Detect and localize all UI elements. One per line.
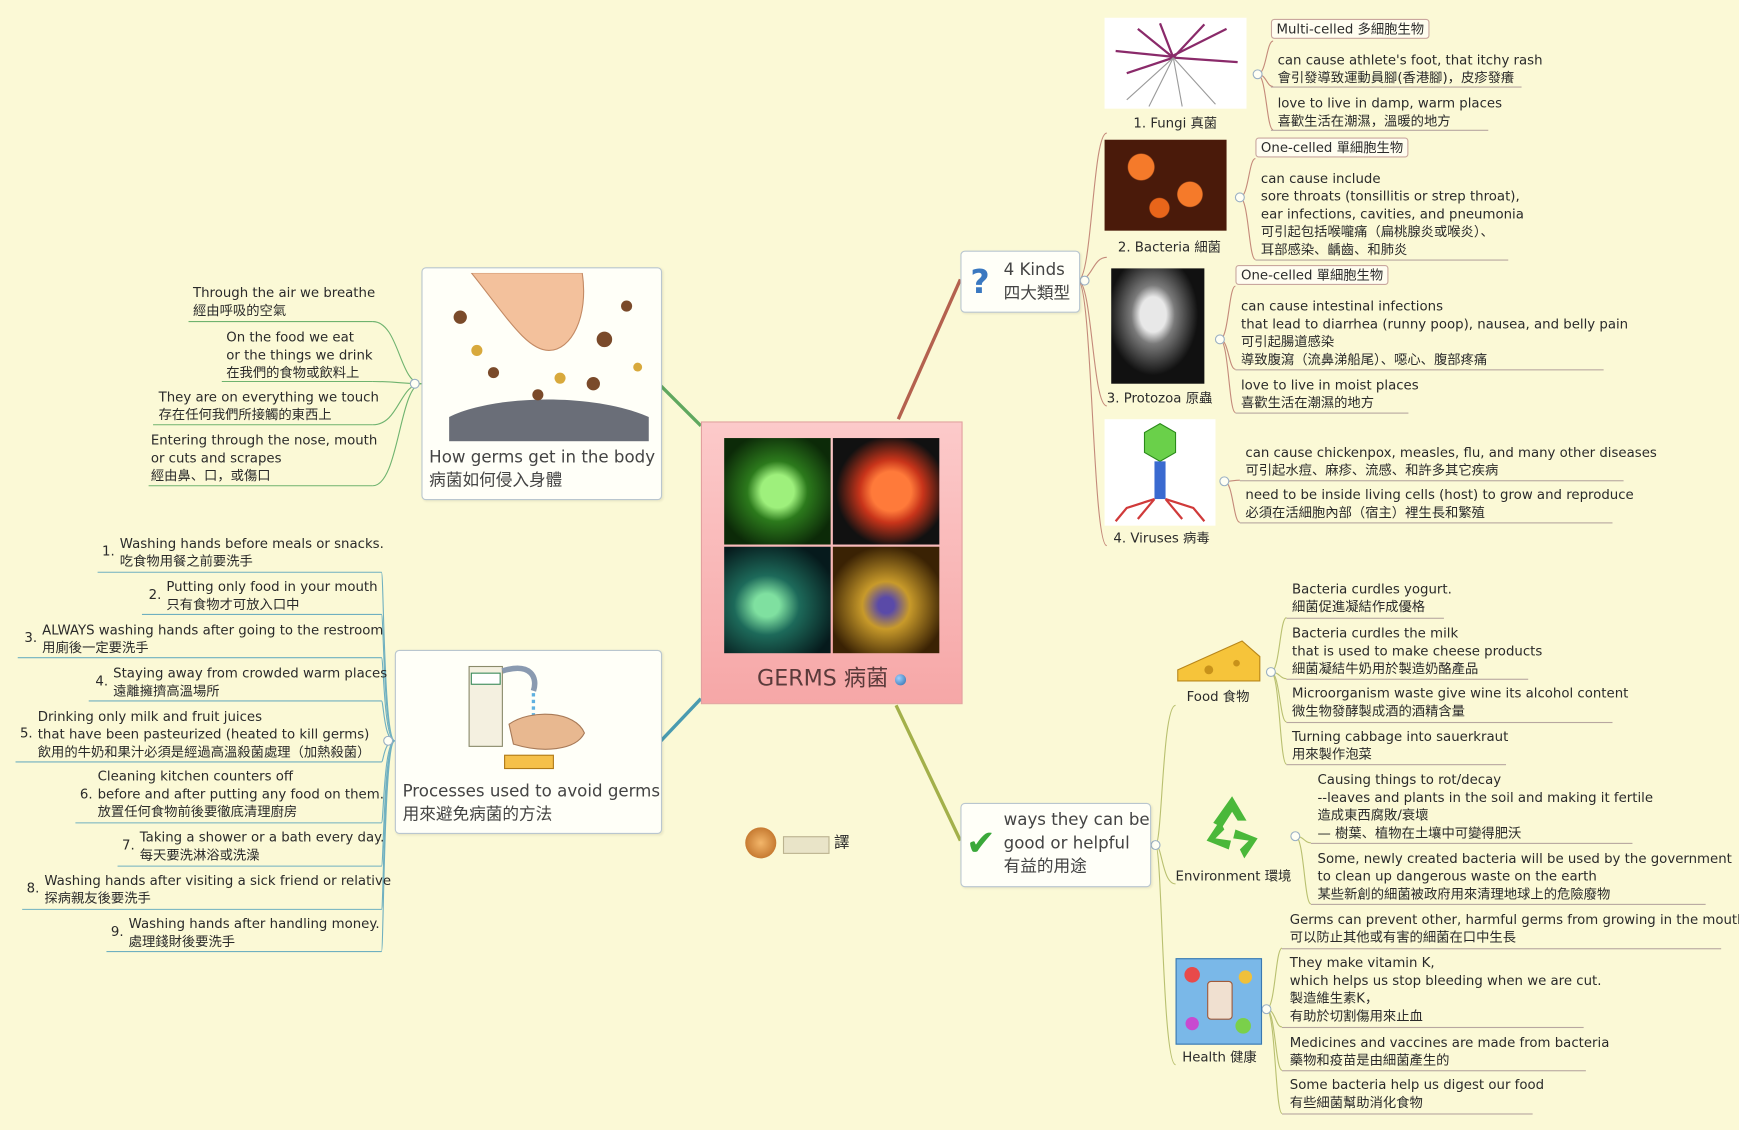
food-item-1[interactable]: Bacteria curdles yogurt.細菌促進凝結作成優格 [1291, 581, 1452, 615]
node-how-germs-get-in[interactable]: How germs get in the body 病菌如何侵入身體 [421, 267, 663, 501]
protozoa-label[interactable]: One-celled 單細胞生物 [1235, 265, 1389, 286]
viruses-item-1[interactable]: can cause chickenpox, measles, flu, and … [1245, 444, 1657, 478]
bacteria-label[interactable]: One-celled 單細胞生物 [1255, 137, 1409, 158]
viruses-caption: 4. Viruses 病毒 [1113, 530, 1210, 546]
helpful-title-zh: 有益的用途 [1003, 856, 1087, 877]
hand-washing-image [465, 655, 593, 775]
checkmark-icon: ✔ [965, 821, 996, 864]
kinds-title-en: 4 Kinds [1003, 259, 1065, 280]
red-cell-image [832, 438, 940, 545]
fungi-caption: 1. Fungi 真菌 [1133, 115, 1218, 131]
bacilli-image [724, 546, 831, 654]
environment-caption: Environment 環境 [1175, 868, 1292, 884]
viruses-item-2[interactable]: need to be inside living cells (host) to… [1245, 486, 1634, 521]
protozoa-caption: 3. Protozoa 原蟲 [1106, 390, 1213, 406]
central-title: GERMS 病菌 [757, 664, 889, 691]
health-item-3[interactable]: Medicines and vaccines are made from bac… [1289, 1034, 1610, 1068]
question-icon: ? [970, 262, 990, 302]
infection-title-en: How germs get in the body [429, 446, 656, 467]
fungi-image [1104, 17, 1247, 109]
helpful-title-en-1: ways they can be [1003, 809, 1150, 830]
protozoa-image [1111, 268, 1205, 384]
stained-cell-image [832, 546, 940, 654]
studio-logo [782, 836, 830, 854]
germs-finger-image [427, 272, 655, 442]
processes-title-en: Processes used to avoid germs [402, 780, 661, 801]
recycle-icon [1196, 790, 1269, 863]
virus-diagram-image [1104, 419, 1216, 526]
health-medicine-icon [1175, 958, 1263, 1045]
fungi-item-1[interactable]: can cause athlete's foot, that itchy ras… [1277, 52, 1543, 86]
helpful-title-en-2: good or helpful [1003, 832, 1130, 853]
node-4-kinds[interactable]: ? 4 Kinds 四大類型 [960, 250, 1081, 313]
food-item-3[interactable]: Microorganism waste give wine its alcoho… [1291, 685, 1629, 719]
bacteria-caption: 2. Bacteria 細菌 [1117, 239, 1221, 256]
translator-suffix: 譯 [833, 833, 850, 852]
food-caption: Food 食物 [1186, 688, 1250, 705]
node-processes-avoid-germs[interactable]: Processes used to avoid germs 用來避免病菌的方法 [394, 649, 663, 834]
node-ways-helpful[interactable]: ✔ ways they can be good or helpful 有益的用途 [960, 802, 1152, 888]
green-virus-image [724, 438, 831, 545]
fungi-label[interactable]: Multi-celled 多細胞生物 [1270, 18, 1430, 39]
environment-item-2[interactable]: Some, newly created bacteria will be use… [1317, 850, 1732, 902]
bacteria-image [1104, 139, 1227, 231]
seal-logo [745, 827, 777, 859]
health-item-1[interactable]: Germs can prevent other, harmful germs f… [1289, 911, 1739, 945]
kinds-title-zh: 四大類型 [1003, 282, 1071, 303]
health-item-2[interactable]: They make vitamin K,which helps us stop … [1289, 954, 1602, 1024]
globe-icon [895, 673, 907, 685]
processes-title-zh: 用來避免病菌的方法 [402, 804, 553, 824]
central-topic-germs[interactable]: GERMS 病菌 [700, 421, 963, 705]
health-caption: Health 健康 [1182, 1049, 1257, 1065]
cheese-icon [1176, 637, 1263, 684]
infection-title-zh: 病菌如何侵入身體 [429, 470, 563, 491]
environment-item-1[interactable]: Causing things to rot/decay--leaves and … [1317, 771, 1654, 841]
